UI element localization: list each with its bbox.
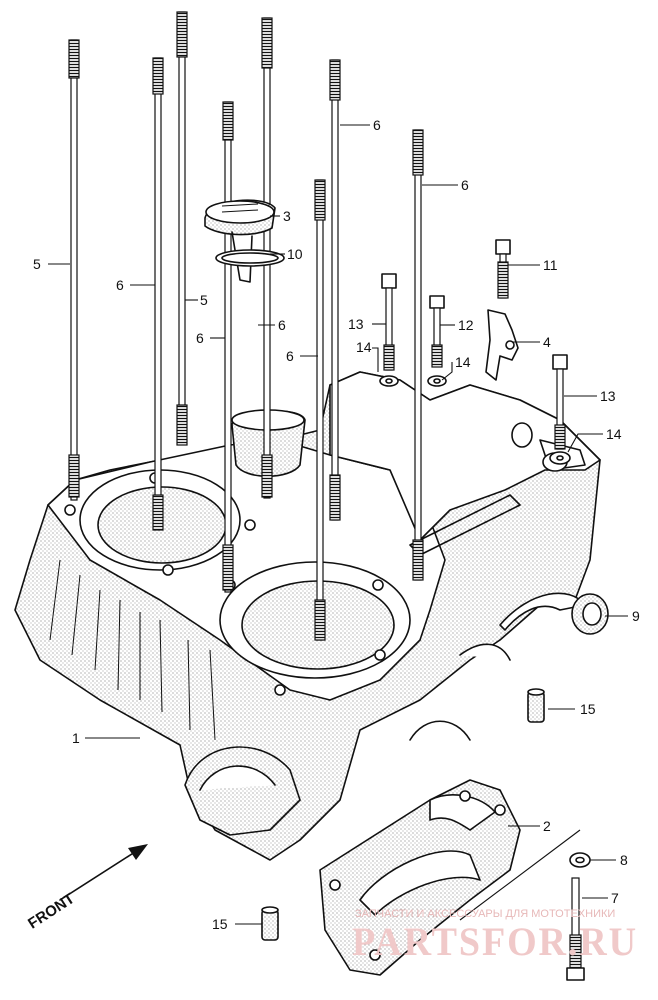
callout-6-mid: 6 — [196, 330, 204, 346]
callout-9: 9 — [632, 608, 640, 624]
callout-6-center: 6 — [278, 317, 286, 333]
callout-numbers: 5 6 5 6 3 10 6 6 6 6 11 13 12 14 14 4 13… — [33, 117, 640, 932]
oil-seal — [571, 593, 609, 635]
bolts — [381, 239, 585, 981]
callout-4: 4 — [543, 334, 551, 350]
callout-13-left: 13 — [348, 316, 364, 332]
callout-11: 11 — [543, 257, 558, 273]
callout-13-right: 13 — [600, 388, 616, 404]
callout-12: 12 — [458, 317, 474, 333]
callout-14-mid: 14 — [455, 354, 471, 370]
callout-6-right: 6 — [461, 177, 469, 193]
callout-7: 7 — [611, 890, 619, 906]
leader-lines — [48, 124, 628, 925]
washers — [379, 375, 591, 868]
callout-6-lower: 6 — [286, 348, 294, 364]
dowel-pins — [261, 688, 545, 941]
callout-8: 8 — [620, 852, 628, 868]
front-arrow: FRONT — [25, 844, 148, 932]
callout-14-right: 14 — [606, 426, 622, 442]
o-ring — [215, 249, 285, 267]
bearing-cap — [319, 779, 521, 976]
cylinder-studs — [68, 11, 424, 641]
callout-1: 1 — [72, 730, 80, 746]
watermark: ЗАПЧАСТИ И АКСЕССУАРЫ ДЛЯ МОТОТЕХНИКИ PA… — [352, 908, 638, 964]
callout-6-top: 6 — [373, 117, 381, 133]
callout-15-right: 15 — [580, 701, 596, 717]
callout-3: 3 — [283, 208, 291, 224]
upper-crankcase — [14, 371, 601, 861]
callout-2: 2 — [543, 818, 551, 834]
callout-10: 10 — [287, 246, 303, 262]
callout-5-left: 5 — [33, 256, 41, 272]
watermark-brand: PARTSFOR.RU — [352, 919, 638, 964]
watermark-tagline: ЗАПЧАСТИ И АКСЕССУАРЫ ДЛЯ МОТОТЕХНИКИ — [355, 908, 615, 920]
callout-6-left: 6 — [116, 277, 124, 293]
callout-14-left: 14 — [356, 339, 372, 355]
callout-5-mid: 5 — [200, 292, 208, 308]
front-label: FRONT — [25, 890, 78, 932]
bracket — [485, 309, 519, 381]
callout-15-left: 15 — [212, 916, 228, 932]
